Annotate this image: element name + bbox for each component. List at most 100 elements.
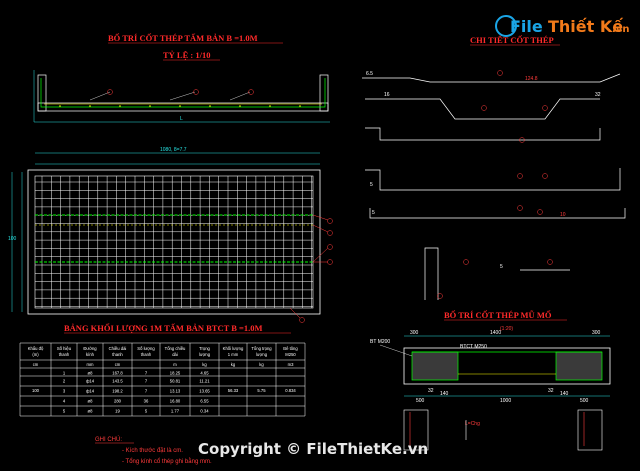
table-cell: 1.77	[171, 409, 180, 414]
table-cell: ø8	[88, 399, 94, 404]
table-header-cell: Tổng chiều	[165, 346, 186, 351]
table-cell: ø8	[88, 409, 94, 414]
table-header-cell: Khối lượng	[223, 346, 244, 351]
table-header-cell: Tổng trọng	[251, 346, 272, 351]
site-logo[interactable]: File Thiết Kế .vn	[495, 15, 629, 37]
table-header-cell: Chiều dài	[109, 346, 127, 351]
table-unit-cell: mm	[87, 362, 94, 367]
table-cell: 280	[114, 399, 122, 404]
dim-6-5: 6.5	[366, 71, 373, 77]
table-unit-cell: kg	[202, 362, 207, 367]
table-header-cell: Bê tông	[283, 346, 298, 351]
slab-cross-section: L	[33, 70, 330, 123]
table-unit-cell: kg	[259, 362, 264, 367]
table-span-cell: 100	[32, 388, 40, 393]
dim-300-a: 300	[410, 330, 419, 336]
detail-title: CHI TIẾT CỐT THÉP	[470, 35, 554, 45]
dim-32-b: 32	[548, 388, 554, 394]
dim-5-a: 5	[370, 182, 373, 188]
table-cell: 0.34	[200, 409, 209, 414]
logo-file: File	[510, 17, 543, 36]
label-bt: BT M200	[370, 339, 390, 345]
note-2: - Tổng kính cổ thép ghi bằng mm.	[122, 458, 212, 465]
dim-140-a: 140	[440, 391, 449, 397]
table-unit-cell: m	[173, 362, 177, 367]
main-title: BỐ TRÍ CỐT THÉP TẤM BẢN B =1.0M	[108, 33, 258, 43]
mumo-title: BỐ TRÍ CỐT THÉP MŨ MỐ	[444, 310, 552, 320]
table-cell: 36	[144, 399, 149, 404]
table-cell: ø8	[88, 371, 94, 376]
table-cell: 3	[63, 389, 66, 394]
table-cell: 4.65	[200, 371, 209, 376]
table-header-cell: Số hiệu	[57, 346, 72, 351]
notes-title: GHI CHÚ:	[95, 436, 122, 443]
table-cell: 5	[63, 409, 66, 414]
copyright-watermark: Copyright © FileThietKe.vn	[198, 440, 428, 458]
table-header-cell: kính	[86, 352, 95, 357]
dim-500-b: 500	[580, 398, 589, 404]
table-unit-cell: cm	[115, 362, 121, 367]
table-unit-cell: kg	[231, 362, 236, 367]
table-header-cell: thanh	[59, 352, 70, 357]
table-cell: 167.8	[112, 371, 123, 376]
bar-details: 6.5 124.8 16 32 5 5 10 5	[362, 71, 626, 300]
table-cell: 7	[145, 371, 148, 376]
table-cell: 5	[145, 409, 148, 414]
table-cell: 13.65	[199, 389, 210, 394]
dim-124-8: 124.8	[525, 76, 538, 82]
table-title: BẢNG KHỐI LƯỢNG 1M TẤM BẢN BTCT B =1.0M	[64, 323, 263, 333]
table-header-cell: Khẩu độ	[28, 346, 44, 351]
table-cell: 198.2	[112, 389, 123, 394]
table-total-cell: 0.834	[285, 388, 296, 393]
bar-markers	[437, 70, 553, 299]
logo-vn: .vn	[612, 24, 629, 35]
dim-300-b: 300	[592, 330, 601, 336]
table-cell: 7	[145, 389, 148, 394]
table-header-cell: Trọng	[199, 346, 210, 351]
dim-5-b: 5	[372, 210, 375, 216]
table-cell: ф14	[86, 389, 95, 394]
table-header-cell: lượng	[256, 352, 268, 357]
dim-32-a: 32	[428, 388, 434, 394]
table-cell: 143.5	[112, 379, 123, 384]
table-cell: 13.13	[170, 389, 181, 394]
dim-width: 100	[8, 236, 17, 242]
table-header-cell: lượng	[199, 352, 211, 357]
dim-1000: 1000	[500, 398, 511, 404]
slab-plan-mesh: 1080, 8=7.7 100	[8, 147, 333, 323]
table-header-cell: thanh	[141, 352, 152, 357]
table-header-cell: Đường	[83, 346, 97, 351]
table-header-cell: 1 mm	[228, 352, 239, 357]
dim-l-len: L=Chg	[465, 421, 480, 427]
table-header-cell: thanh	[112, 352, 123, 357]
logo-thietke: Thiết Kế	[548, 17, 624, 36]
table-cell: ф14	[86, 379, 95, 384]
table-unit-cell: cm	[33, 362, 39, 367]
table-header-cell: Số lượng	[137, 346, 155, 351]
table-total-cell: 56.33	[228, 388, 239, 393]
table-cell: 18.25	[170, 371, 181, 376]
dim-500-a: 500	[416, 398, 425, 404]
table-cell: 50.81	[170, 379, 181, 384]
dim-1400: 1400	[490, 330, 501, 336]
dim-140-b: 140	[560, 391, 569, 397]
table-unit-cell: m3	[288, 362, 294, 367]
table-cell: 16.80	[170, 399, 181, 404]
label-btct: BTCT M250	[460, 344, 487, 350]
table-cell: 19	[115, 409, 120, 414]
table-header-cell: M250	[285, 352, 296, 357]
table-cell: 7	[145, 379, 148, 384]
mumo-section: 1400 300 300 BTCT M250 BT M200 500 1000 …	[370, 330, 611, 451]
dim-total-length: 1080, 8=7.7	[160, 147, 187, 153]
table-header-cell: dài	[172, 352, 178, 357]
table-cell: 11.21	[199, 379, 210, 384]
dim-16: 16	[384, 92, 390, 98]
mumo-scale: (1:20)	[500, 326, 513, 332]
table-cell: 4	[63, 399, 66, 404]
table-header-cell: (m)	[32, 352, 39, 357]
table-cell: 2	[63, 379, 66, 384]
dim-10: 10	[560, 212, 566, 218]
dim-5-c: 5	[500, 264, 503, 270]
